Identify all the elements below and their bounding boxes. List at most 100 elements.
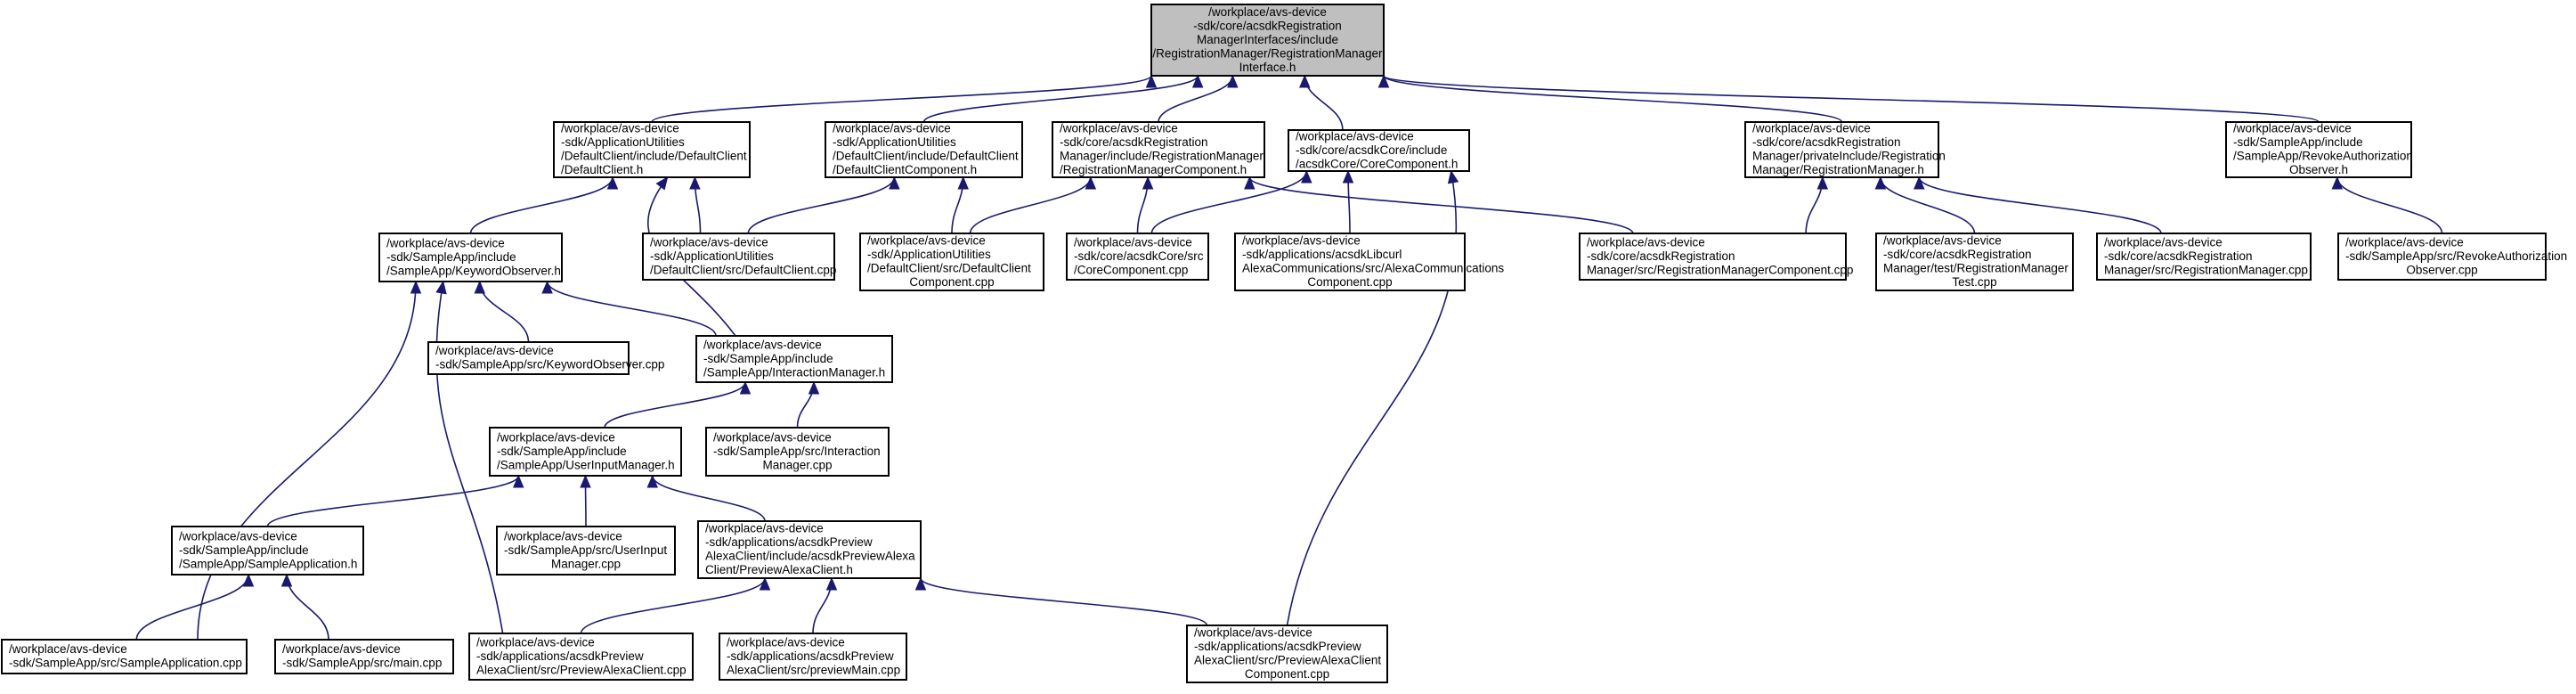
arrow-head-icon xyxy=(280,573,293,587)
file-node-box xyxy=(1186,625,1388,683)
file-node-label-line: Manager/privateInclude/Registration xyxy=(1752,150,1946,163)
file-node-preview-alexa-client-component-cpp[interactable]: /workplace/avs-device-sdk/applications/a… xyxy=(1186,625,1388,683)
file-node-default-client-component-cpp[interactable]: /workplace/avs-device-sdk/ApplicationUti… xyxy=(859,233,1044,291)
file-node-label-line: /workplace/avs-device xyxy=(435,344,554,357)
file-node-label-line: Manager.cpp xyxy=(551,557,621,570)
file-node-main-cpp[interactable]: /workplace/avs-device-sdk/SampleApp/src/… xyxy=(274,639,454,674)
file-node-interaction-manager-cpp[interactable]: /workplace/avs-device-sdk/SampleApp/src/… xyxy=(705,427,890,477)
file-node-label-line: -sdk/applications/acsdkPreview xyxy=(476,649,644,663)
edge-preview-alexa-client-cpp-to-preview-alexa-client-h xyxy=(580,577,766,634)
arrow-head-icon xyxy=(689,176,701,190)
file-node-core-component-h[interactable]: /workplace/avs-device-sdk/core/acsdkCore… xyxy=(1288,129,1470,172)
arrow-head-icon xyxy=(1816,176,1829,190)
file-node-revoke-authorization-observer-cpp[interactable]: /workplace/avs-device-sdk/SampleApp/src/… xyxy=(2337,233,2567,281)
file-node-preview-alexa-client-cpp[interactable]: /workplace/avs-device-sdk/applications/a… xyxy=(468,633,694,681)
file-node-label-line: -sdk/ApplicationUtilities xyxy=(561,135,685,149)
edge-default-client-cpp-to-default-client-component-h xyxy=(747,176,896,234)
file-node-label-line: /DefaultClient/src/DefaultClient xyxy=(867,262,1031,275)
file-node-label-line: -sdk/SampleApp/include xyxy=(497,445,627,458)
edge-default-client-component-h-to-registration-manager-interface-h xyxy=(922,75,1199,123)
edge-sample-application-cpp-to-keyword-observer-h xyxy=(197,281,417,641)
file-node-label-line: /workplace/avs-device xyxy=(476,635,595,649)
arrow-head-icon xyxy=(1227,74,1239,88)
file-node-label-line: -sdk/core/acsdkRegistration xyxy=(1060,135,1208,149)
file-node-label-line: /workplace/avs-device xyxy=(705,522,824,535)
file-node-label-line: /SampleApp/InteractionManager.h xyxy=(703,365,885,379)
file-node-label-line: /workplace/avs-device xyxy=(650,235,768,249)
file-node-registration-manager-private-h[interactable]: /workplace/avs-device-sdk/core/acsdkRegi… xyxy=(1744,121,1946,178)
file-node-box xyxy=(1579,233,1847,281)
file-node-label-line: Manager/include/RegistrationManager xyxy=(1060,150,1264,163)
file-node-default-client-cpp[interactable]: /workplace/avs-device-sdk/ApplicationUti… xyxy=(642,233,836,281)
file-node-label-line: -sdk/SampleApp/src/SampleApplication.cpp xyxy=(9,657,242,670)
arrow-head-icon xyxy=(957,176,969,190)
file-node-label-line: -sdk/core/acsdkRegistration xyxy=(1752,135,1901,149)
file-node-preview-alexa-client-h[interactable]: /workplace/avs-device-sdk/applications/a… xyxy=(697,520,922,579)
file-node-box xyxy=(427,341,630,375)
edge-default-client-h-to-registration-manager-interface-h xyxy=(651,75,1152,123)
file-node-sample-application-h[interactable]: /workplace/avs-device-sdk/SampleApp/incl… xyxy=(171,526,364,576)
file-node-preview-main-cpp[interactable]: /workplace/avs-device-sdk/applications/a… xyxy=(719,633,907,681)
file-node-keyword-observer-cpp[interactable]: /workplace/avs-device-sdk/SampleApp/src/… xyxy=(427,341,664,375)
file-node-label-line: -sdk/SampleApp/include xyxy=(179,543,309,557)
edge-interaction-manager-h-to-keyword-observer-h xyxy=(546,281,717,337)
file-node-label-line: /workplace/avs-device xyxy=(2233,122,2352,135)
edge-keyword-observer-cpp-to-keyword-observer-h xyxy=(478,281,530,343)
edge-revoke-authorization-observer-cpp-to-revoke-authorization-observer-h xyxy=(2336,176,2443,234)
file-node-box xyxy=(553,121,751,178)
file-node-label-line: -sdk/SampleApp/src/KeywordObserver.cpp xyxy=(435,358,664,371)
file-node-label-line: /workplace/avs-device xyxy=(867,234,986,248)
file-node-registration-manager-test-cpp[interactable]: /workplace/avs-device-sdk/core/acsdkRegi… xyxy=(1875,233,2074,291)
file-node-box xyxy=(1288,129,1470,172)
file-node-registration-manager-cpp[interactable]: /workplace/avs-device-sdk/core/acsdkRegi… xyxy=(2096,233,2312,281)
file-node-label-line: -sdk/core/acsdkCore/include xyxy=(1296,143,1447,157)
file-node-box xyxy=(719,633,907,681)
file-node-label-line: /DefaultClientComponent.h xyxy=(833,163,977,176)
file-node-label-line: AlexaClient/src/PreviewAlexaClient.cpp xyxy=(476,663,687,676)
file-node-alexa-communications-component-cpp[interactable]: /workplace/avs-device-sdk/applications/a… xyxy=(1234,233,1504,291)
file-node-label-line: /workplace/avs-device xyxy=(9,642,127,656)
arrow-head-icon xyxy=(1377,74,1390,88)
file-node-label-line: Observer.cpp xyxy=(2406,263,2477,276)
file-node-label-line: /workplace/avs-device xyxy=(833,122,951,135)
arrow-head-icon xyxy=(410,280,422,294)
file-node-label-line: Manager.cpp xyxy=(762,458,832,471)
file-node-user-input-manager-h[interactable]: /workplace/avs-device-sdk/SampleApp/incl… xyxy=(489,427,682,477)
file-node-label-line: -sdk/core/acsdkRegistration xyxy=(1587,249,1735,263)
arrow-head-icon xyxy=(914,576,927,591)
edge-core-component-h-to-registration-manager-interface-h xyxy=(1304,75,1344,131)
file-node-default-client-component-h[interactable]: /workplace/avs-device-sdk/ApplicationUti… xyxy=(825,121,1023,178)
file-node-label-line: Component.cpp xyxy=(1307,275,1392,289)
file-node-registration-manager-component-h[interactable]: /workplace/avs-device-sdk/core/acsdkRegi… xyxy=(1052,121,1265,178)
file-node-interaction-manager-h[interactable]: /workplace/avs-device-sdk/SampleApp/incl… xyxy=(695,335,893,383)
file-node-core-component-cpp[interactable]: /workplace/avs-device-sdk/core/acsdkCore… xyxy=(1066,233,1209,281)
file-node-box xyxy=(859,233,1044,291)
file-node-box xyxy=(697,520,922,579)
file-node-box xyxy=(2337,233,2547,281)
file-node-box xyxy=(171,526,364,576)
file-node-label-line: /SampleApp/KeywordObserver.h xyxy=(386,264,561,277)
file-node-sample-application-cpp[interactable]: /workplace/avs-device-sdk/SampleApp/src/… xyxy=(1,639,248,674)
file-node-registration-manager-component-cpp[interactable]: /workplace/avs-device-sdk/core/acsdkRegi… xyxy=(1579,233,1853,281)
arrow-head-icon xyxy=(1299,74,1311,88)
file-node-box xyxy=(1875,233,2074,291)
file-node-default-client-h[interactable]: /workplace/avs-device-sdk/ApplicationUti… xyxy=(553,121,751,178)
arrow-head-icon xyxy=(1142,176,1154,190)
arrow-head-icon xyxy=(655,176,669,191)
file-node-keyword-observer-h[interactable]: /workplace/avs-device-sdk/SampleApp/incl… xyxy=(378,233,563,282)
file-node-label-line: /workplace/avs-device xyxy=(1752,122,1871,135)
file-node-label-line: -sdk/ApplicationUtilities xyxy=(650,249,774,263)
arrow-head-icon xyxy=(1447,169,1459,184)
file-node-box xyxy=(468,633,694,681)
file-node-registration-manager-interface-h[interactable]: /workplace/avs-device-sdk/core/acsdkRegi… xyxy=(1150,4,1385,77)
file-node-label-line: /DefaultClient/include/DefaultClient xyxy=(561,150,747,163)
file-node-box xyxy=(642,233,835,281)
edge-registration-manager-cpp-to-registration-manager-private-h xyxy=(1918,176,2162,234)
file-node-revoke-authorization-observer-h[interactable]: /workplace/avs-device-sdk/SampleApp/incl… xyxy=(2225,121,2413,178)
file-node-label-line: /workplace/avs-device xyxy=(2345,235,2464,249)
file-node-label-line: /workplace/avs-device xyxy=(1883,234,2002,248)
file-node-label-line: -sdk/core/acsdkRegistration xyxy=(2104,249,2253,263)
arrow-head-icon xyxy=(759,576,771,591)
file-node-user-input-manager-cpp[interactable]: /workplace/avs-device-sdk/SampleApp/src/… xyxy=(496,526,676,576)
arrow-head-icon xyxy=(1874,176,1887,190)
